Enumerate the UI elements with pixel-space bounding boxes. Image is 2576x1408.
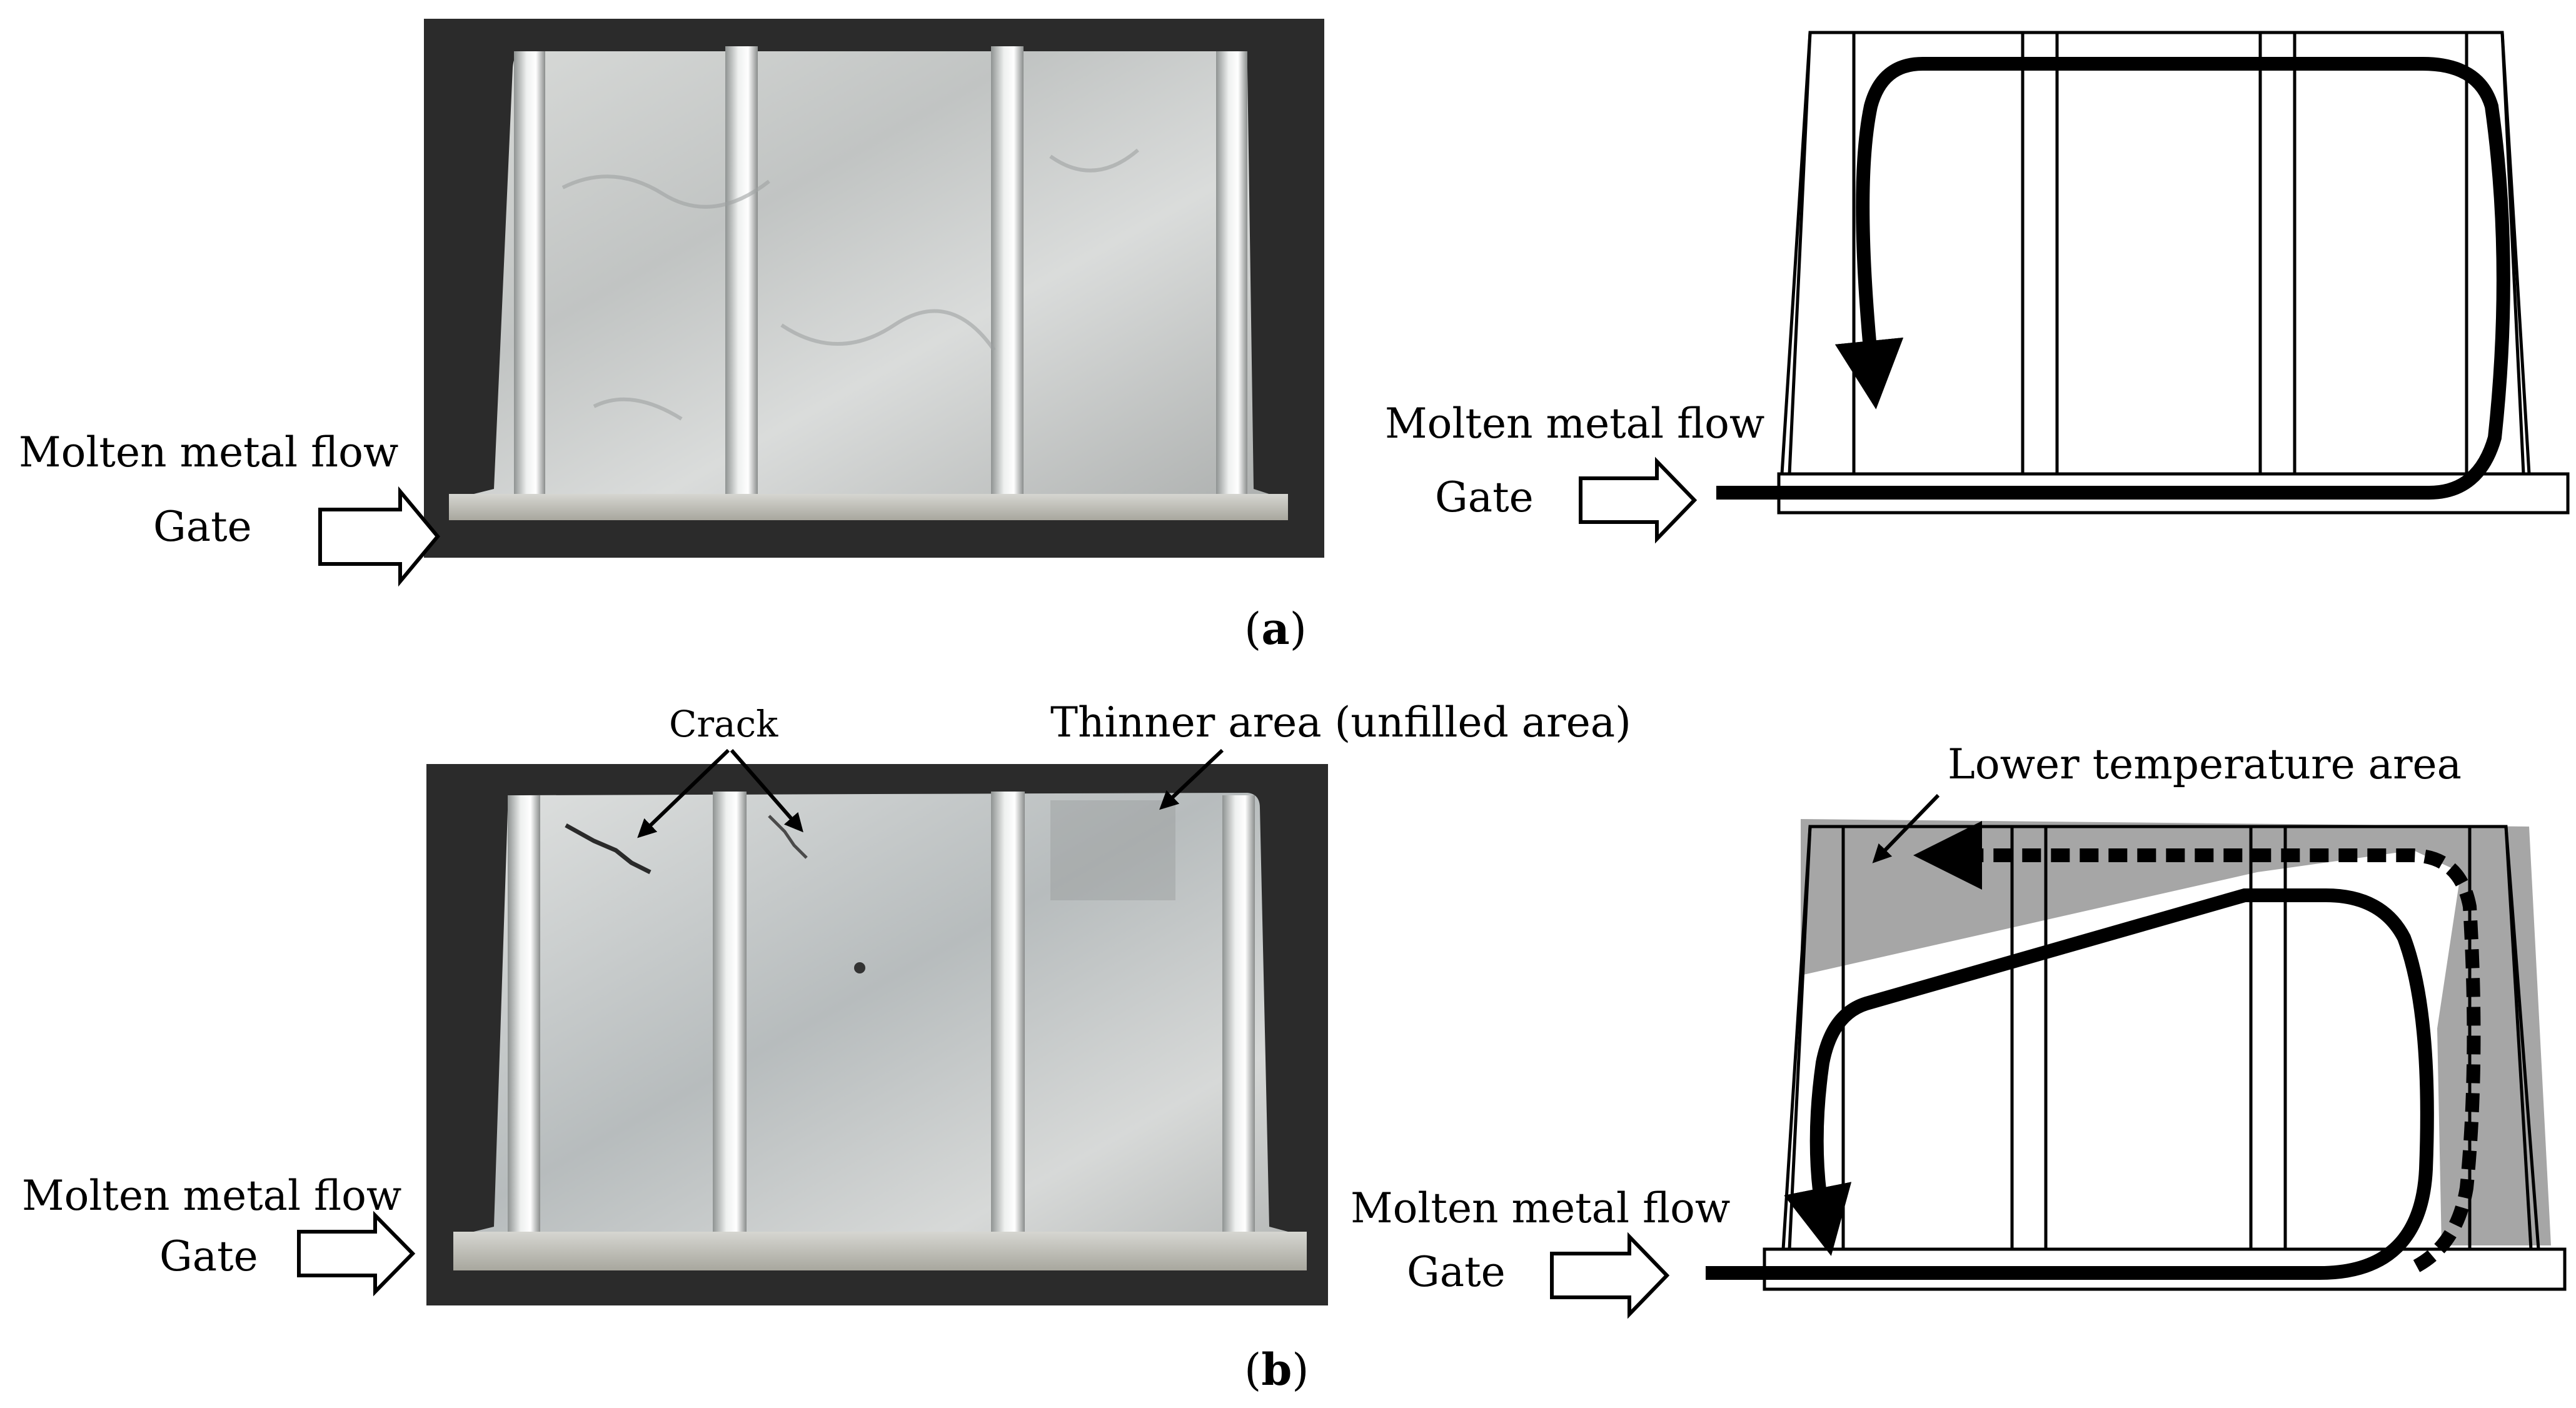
photo-b-casting-body [453,793,1307,1270]
photo-a-rib-3 [991,46,1024,496]
photo-b-crack-1 [565,823,652,875]
photo-b-flow-label: Molten metal flow [22,1172,401,1220]
caption-a-letter: a [1261,603,1289,655]
photo-b-gate-label: Gate [159,1232,258,1280]
photo-a-texture [561,148,1139,421]
photo-b-thinner-area [1050,800,1175,900]
photo-b-crack-label: Crack [669,703,778,745]
diagram-b-flow-path [1706,888,2434,1280]
photo-a-casting-body [449,51,1288,520]
caption-b: (b) [1244,1344,1309,1395]
photo-b-rib-2 [713,792,747,1239]
photo-a-rib-4 [1216,51,1247,495]
crack-pointer-2 [730,749,803,833]
photo-b-rib-3 [991,792,1025,1239]
diagram-b-dashed-flow-path [1913,821,2481,1272]
panel-b-diagram [1706,819,2567,1291]
crack-pointer-1 [637,748,730,838]
panel-a-diagram [1716,31,2570,515]
photo-b-rib-1 [508,795,540,1236]
photo-a-gate-label: Gate [153,503,252,551]
caption-a: (a) [1244,603,1307,655]
photo-a-flow-label: Molten metal flow [19,428,398,476]
photo-a-gate-arrow-icon [318,486,440,587]
photo-b-defect-spot [854,962,865,973]
photo-a-rib-2 [725,46,758,496]
thinner-pointer [1159,748,1224,810]
photo-b-gate-arrow-icon [297,1210,416,1297]
diagram-a-flow-label: Molten metal flow [1385,400,1764,448]
photo-b-thinner-label: Thinner area (unfilled area) [1050,698,1631,747]
diagram-a-outline [1780,31,2531,476]
diagram-a-flow-path [1716,57,2510,500]
diagram-b-gate-label: Gate [1407,1248,1506,1296]
diagram-b-gate-arrow-icon [1550,1232,1670,1319]
low-temp-area [1801,819,2551,1245]
photo-a-rib-1 [514,51,545,495]
photo-a-bottom-flange [449,494,1288,520]
lower-temp-pointer [1872,793,1940,863]
photo-b-crack-2 [768,815,808,859]
diagram-b-lower-temp-label: Lower temperature area [1948,740,2462,788]
panel-a-photo [424,19,1324,558]
photo-b-bottom-flange [453,1232,1307,1270]
photo-b-rib-4 [1222,795,1255,1236]
diagram-a-gate-label: Gate [1435,473,1534,521]
caption-b-letter: b [1261,1344,1292,1395]
diagram-a-gate-arrow-icon [1579,456,1698,544]
panel-b-photo [426,764,1328,1305]
diagram-b-flow-label: Molten metal flow [1351,1184,1730,1232]
